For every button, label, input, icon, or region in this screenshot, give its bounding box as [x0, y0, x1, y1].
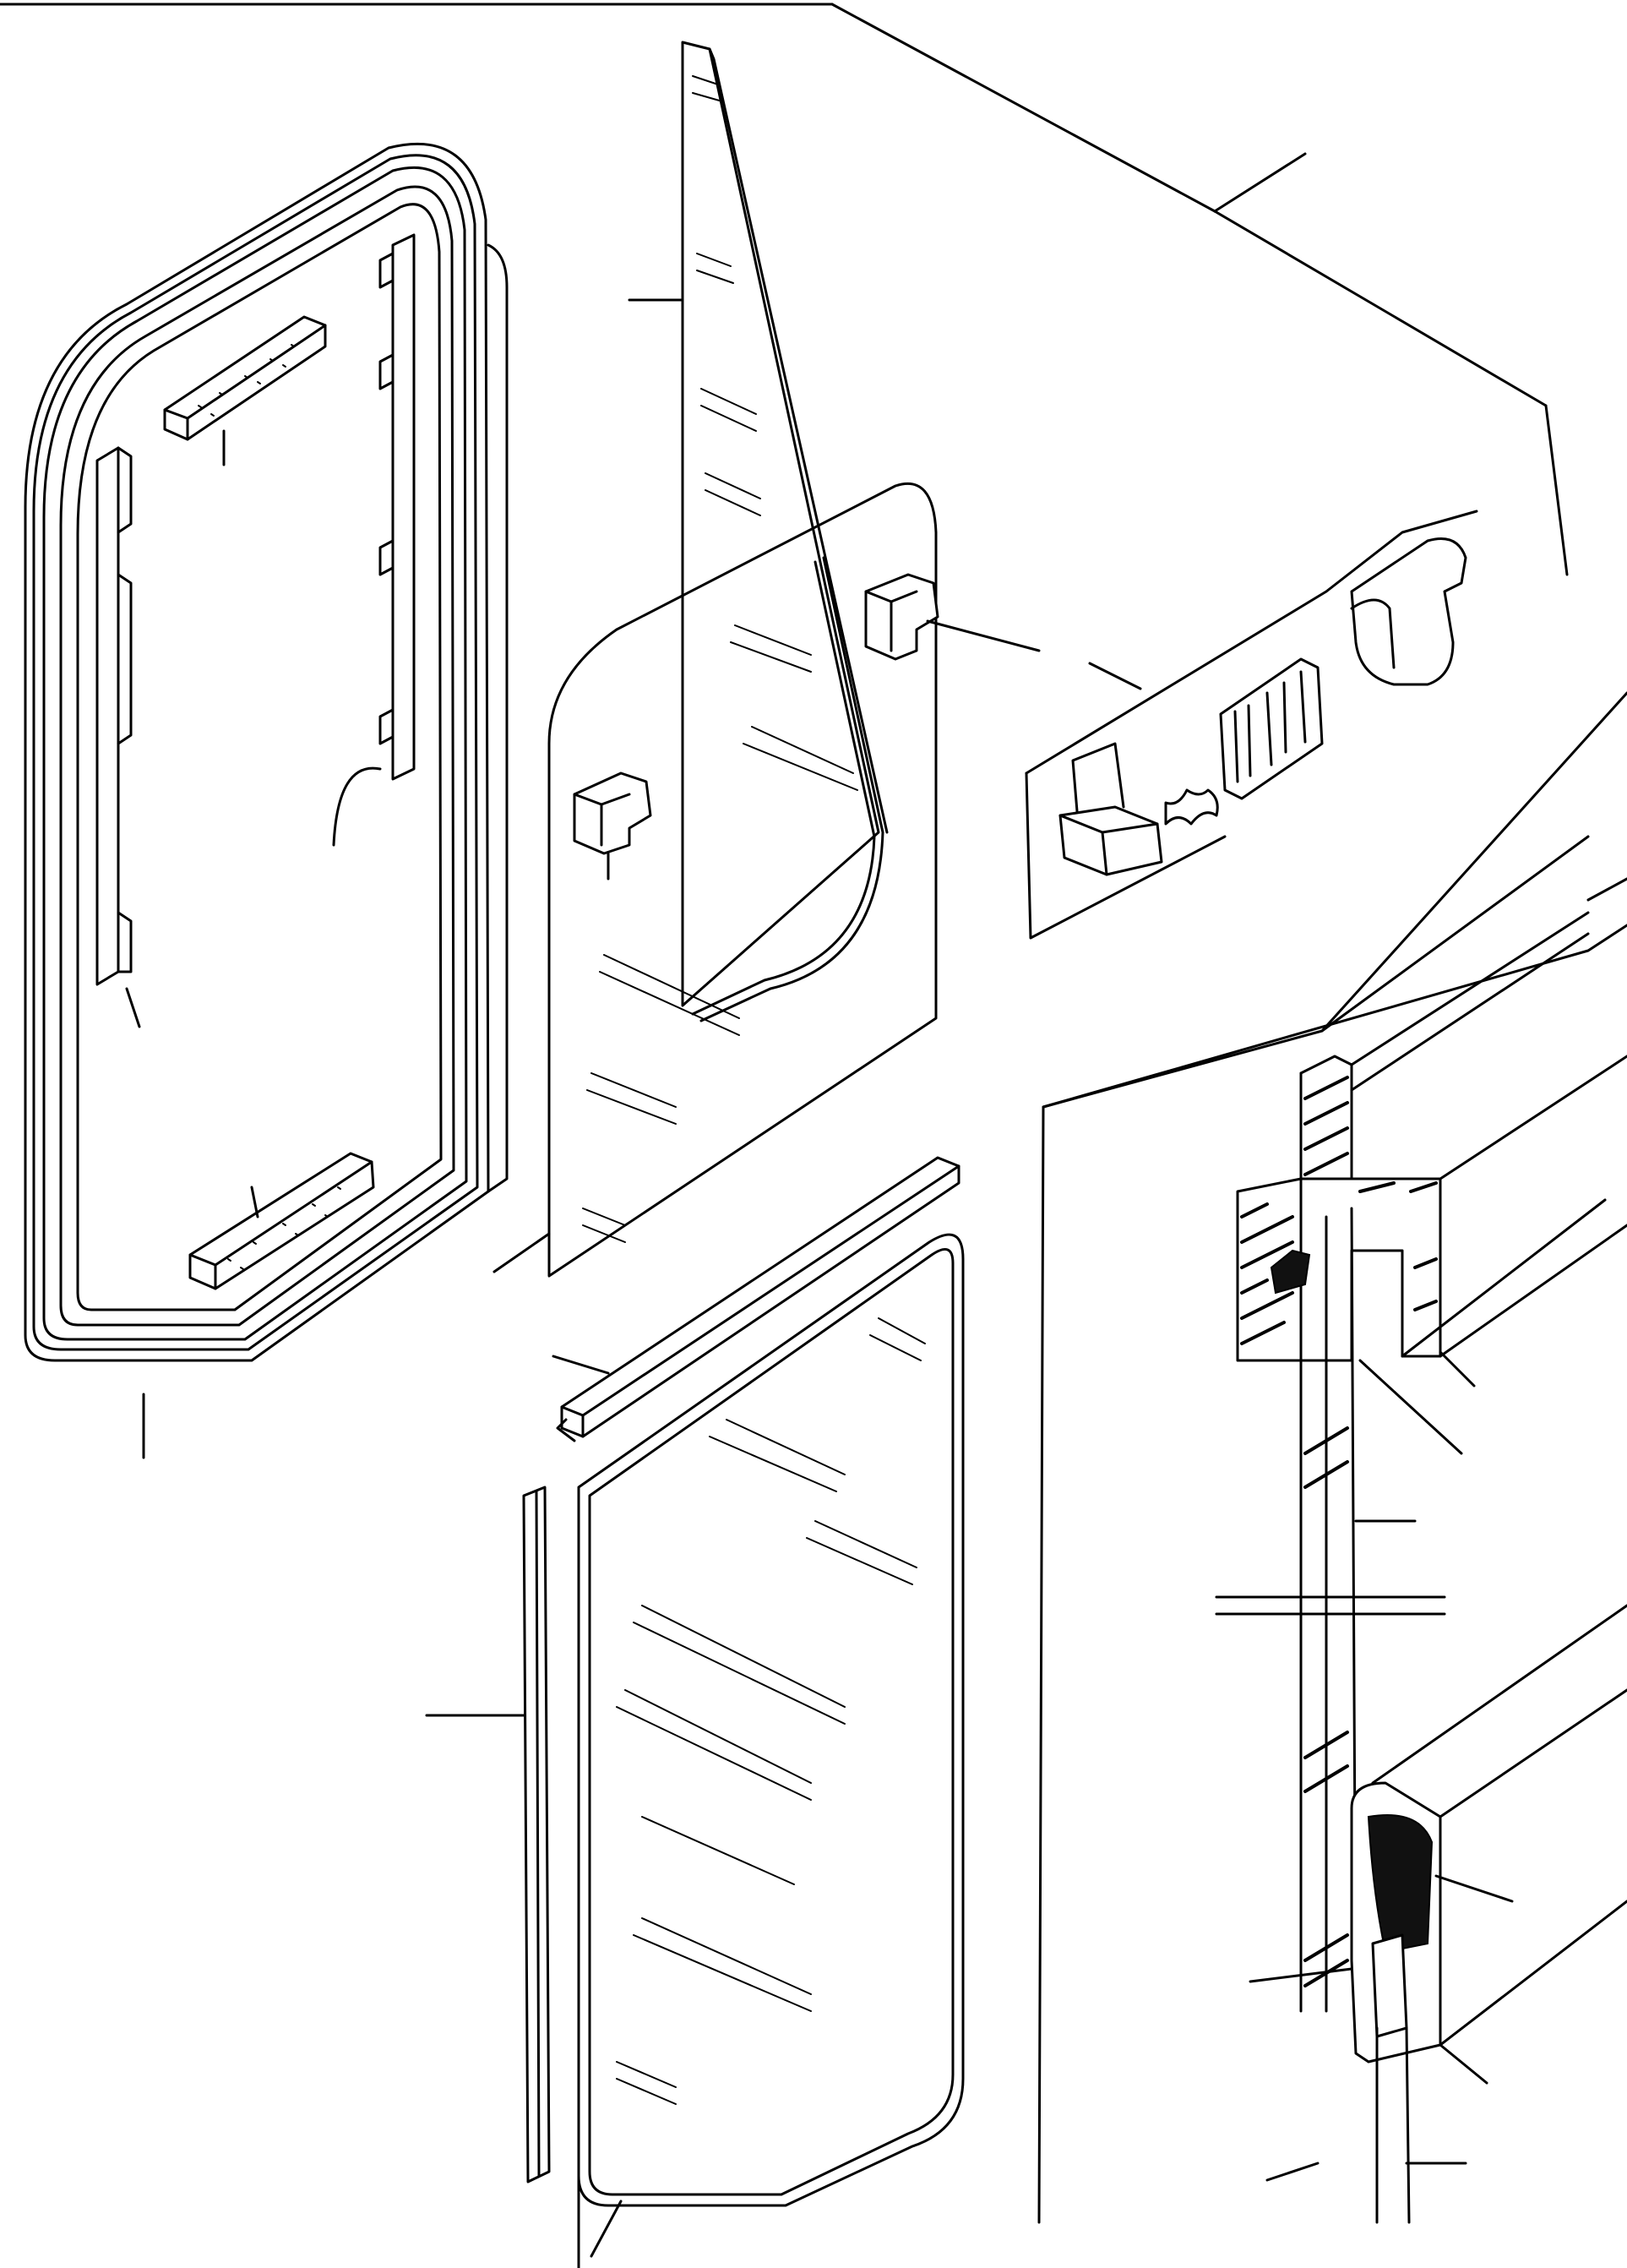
upper-glass-pane	[494, 483, 936, 1276]
frame-side-rail-right	[334, 235, 414, 845]
pane-catch-lower	[574, 773, 650, 879]
side-glazing-channel	[427, 1487, 549, 2182]
triangular-vent-glass	[629, 42, 887, 1006]
window-frame	[25, 144, 507, 1458]
frame-foam-strip-bottom	[190, 1153, 373, 1289]
lower-glass-pane	[579, 1235, 963, 2268]
catch-kit-detail	[1026, 511, 1477, 938]
sectional-detail	[1039, 693, 1627, 2222]
pane-catch-upper	[866, 575, 1039, 659]
frame-foam-strip-top	[165, 317, 325, 465]
background-structure	[0, 4, 1567, 575]
top-glazing-channel	[553, 1158, 959, 1441]
frame-side-rail-left	[97, 448, 139, 1027]
